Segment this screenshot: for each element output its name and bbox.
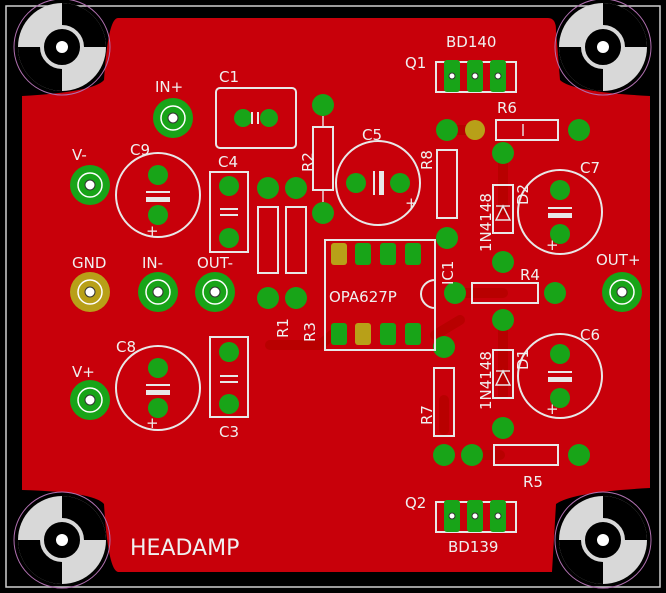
board-outline [5,5,661,588]
c1-label: C1 [219,68,239,86]
r5-resistor [461,444,590,466]
r8-resistor [436,119,458,249]
r4-resistor [444,282,566,304]
c6-electrolytic: + [517,333,603,419]
q2-transistor [435,500,517,533]
d1-diode [492,309,514,439]
svg-text:+: + [146,414,159,432]
v-minus-label: V- [72,146,87,164]
r8-label: R8 [418,150,436,170]
svg-text:+: + [546,400,559,418]
pad-v-minus [70,165,110,205]
d1-value-label: 1N4148 [477,351,495,410]
svg-text:+: + [546,236,559,254]
r7-label: R7 [418,405,436,425]
d2-value-label: 1N4148 [477,193,495,252]
out-minus-label: OUT- [197,254,233,272]
c8-electrolytic: + [115,345,201,432]
ic1-opamp [324,239,436,351]
q2-ref-label: Q2 [405,494,426,512]
svg-text:+: + [405,194,418,212]
d2-label: D2 [514,184,532,205]
c5-electrolytic: + [335,140,421,226]
c8-label: C8 [116,338,136,356]
mount-hole-bottom-left [13,491,111,589]
c5-label: C5 [362,126,382,144]
in-minus-label: IN- [142,254,163,272]
pad-out-minus [195,272,235,312]
r6-resistor [465,119,590,141]
pad-gnd [70,272,110,312]
pad-out-plus [602,272,642,312]
c6-label: C6 [580,326,600,344]
r4-label: R4 [520,266,540,284]
d1-label: D1 [514,349,532,370]
q2-value-label: BD139 [448,538,498,556]
r6-label: R6 [497,99,517,117]
r1-resistor [257,177,279,309]
v-plus-label: V+ [72,363,95,381]
c4-label: C4 [218,153,238,171]
c7-electrolytic: + [517,169,603,255]
c9-electrolytic: + [115,152,201,240]
out-plus-label: OUT+ [596,251,641,269]
r2-label: R2 [299,152,317,172]
r2-resistor [312,94,334,224]
in-plus-label: IN+ [155,78,183,96]
pad-in-plus [153,98,193,138]
c1-capacitor [215,87,297,149]
c3-capacitor [209,336,249,418]
r3-resistor [285,177,307,309]
svg-text:+: + [146,222,159,240]
d2-diode [492,142,514,273]
ic1-value-label: OPA627P [329,288,397,306]
gnd-label: GND [72,254,106,272]
r5-label: R5 [523,473,543,491]
r3-label: R3 [301,322,319,342]
mount-hole-bottom-right [554,491,652,589]
q1-ref-label: Q1 [405,54,426,72]
c3-label: C3 [219,423,239,441]
pad-in-minus [138,272,178,312]
pad-v-plus [70,380,110,420]
q1-transistor [435,60,517,93]
c4-capacitor [209,171,249,253]
c7-label: C7 [580,159,600,177]
c9-label: C9 [130,141,150,159]
mount-hole-top-left [13,0,111,96]
r1-label: R1 [274,318,292,338]
board-title: HEADAMP [130,536,239,561]
mount-hole-top-right [554,0,652,96]
r7-resistor [433,336,455,466]
ic1-label: IC1 [439,261,457,285]
q1-value-label: BD140 [446,33,496,51]
